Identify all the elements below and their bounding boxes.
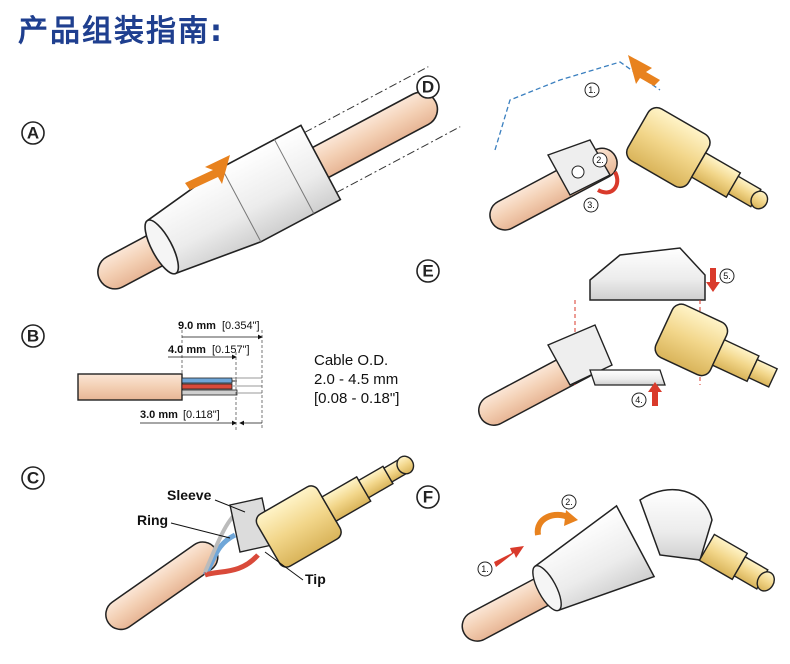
cable-od-label: Cable O.D. bbox=[314, 352, 388, 369]
dim-4mm-inch: [0.157"] bbox=[212, 344, 250, 356]
down-arrow-icon bbox=[706, 268, 720, 292]
slide-arrow-icon bbox=[185, 155, 230, 190]
step-d-illustration: D 1. 2. 3. bbox=[416, 55, 769, 231]
step-e-sub-4: 4. bbox=[635, 395, 643, 405]
red-wire bbox=[181, 383, 233, 390]
step-a-letter: A bbox=[27, 124, 39, 143]
dim-4mm: 4.0 mm bbox=[168, 344, 206, 356]
step-d-sub-3: 3. bbox=[587, 200, 595, 210]
step-f-sub-2: 2. bbox=[565, 497, 573, 507]
step-e-letter: E bbox=[422, 262, 433, 281]
rotate-arrow-icon bbox=[597, 171, 620, 195]
step-f-sub-1: 1. bbox=[481, 564, 489, 574]
step-f-letter: F bbox=[423, 488, 433, 507]
step-f-illustration: F 1. 2. bbox=[416, 485, 775, 642]
push-arrow-icon bbox=[494, 546, 524, 567]
lower-shell bbox=[589, 369, 666, 386]
cable-od-range-mm: 2.0 - 4.5 mm bbox=[314, 371, 398, 388]
step-a-badge bbox=[21, 121, 45, 145]
step-b-letter: B bbox=[27, 327, 39, 346]
step-d-badge bbox=[416, 75, 440, 99]
step-a-illustration: A bbox=[21, 66, 461, 290]
step-c-badge bbox=[21, 466, 45, 490]
step-e-illustration: E 5. 4. bbox=[416, 247, 779, 426]
step-b-badge bbox=[21, 324, 45, 348]
step-e-badge bbox=[416, 259, 440, 283]
shield-wire bbox=[181, 389, 238, 396]
step-f-badge bbox=[416, 485, 440, 509]
step-c-letter: C bbox=[27, 469, 39, 488]
tip-wire bbox=[204, 553, 260, 578]
slide-arrow-icon bbox=[628, 55, 660, 86]
step-c-illustration: C Sleeve Ring Tip bbox=[21, 455, 415, 631]
up-arrow-icon bbox=[648, 382, 662, 406]
blue-wire bbox=[181, 377, 233, 384]
upper-shell bbox=[589, 247, 706, 301]
sleeve-label: Sleeve bbox=[167, 487, 212, 503]
cable-jacket bbox=[77, 373, 183, 401]
step-d-sub-2: 2. bbox=[596, 155, 604, 165]
dim-9mm-inch: [0.354"] bbox=[222, 320, 260, 332]
ring-label: Ring bbox=[137, 512, 168, 528]
cable-od-range-inch: [0.08 - 0.18"] bbox=[314, 390, 399, 407]
tip-label: Tip bbox=[305, 571, 326, 587]
step-b-illustration: B 9.0 mm [0.354"] 4.0 mm [0.157"] 3.0 mm… bbox=[21, 320, 399, 430]
page-title: 产品组装指南: bbox=[18, 14, 224, 49]
step-d-letter: D bbox=[422, 78, 434, 97]
cable bbox=[105, 541, 219, 631]
step-d-sub-1: 1. bbox=[588, 85, 596, 95]
shell-elbow bbox=[639, 488, 713, 561]
dim-3mm-inch: [0.118"] bbox=[183, 409, 220, 421]
step-e-sub-5: 5. bbox=[723, 271, 731, 281]
dim-3mm: 3.0 mm bbox=[140, 409, 178, 421]
dim-9mm: 9.0 mm bbox=[178, 320, 216, 332]
